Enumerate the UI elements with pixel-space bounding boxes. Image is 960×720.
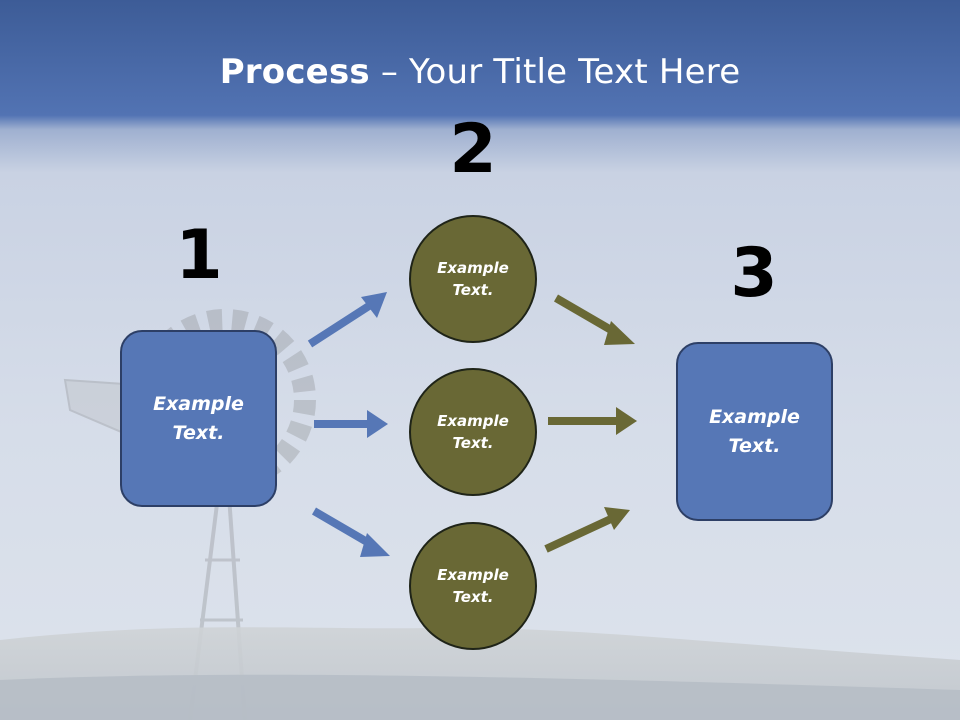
slide-title: Process – Your Title Text Here: [0, 52, 960, 92]
circle-bottom-text: Example Text.: [437, 565, 509, 607]
step-3-box[interactable]: Example Text.: [676, 342, 833, 521]
step-1-box[interactable]: Example Text.: [120, 330, 277, 507]
step-2-circle-bottom[interactable]: Example Text.: [409, 522, 537, 650]
step-number-3: 3: [730, 234, 778, 313]
arrow-left-to-middle: [314, 410, 388, 438]
arrow-left-to-bottom: [311, 507, 390, 557]
circle-top-text: Example Text.: [437, 258, 509, 300]
step-number-2: 2: [449, 110, 497, 189]
step-2-circle-top[interactable]: Example Text.: [409, 215, 537, 343]
step-2-circle-middle[interactable]: Example Text.: [409, 368, 537, 496]
arrow-middle-to-right: [548, 407, 637, 435]
step-number-1: 1: [175, 216, 223, 295]
circle-middle-text: Example Text.: [437, 411, 509, 453]
step-1-text: Example Text.: [153, 393, 244, 444]
arrow-left-to-top: [307, 292, 387, 348]
arrow-top-to-right: [553, 294, 635, 345]
step-3-text: Example Text.: [709, 406, 800, 457]
arrow-bottom-to-right: [544, 507, 630, 553]
title-rest: – Your Title Text Here: [369, 52, 741, 92]
title-bold: Process: [219, 52, 370, 92]
